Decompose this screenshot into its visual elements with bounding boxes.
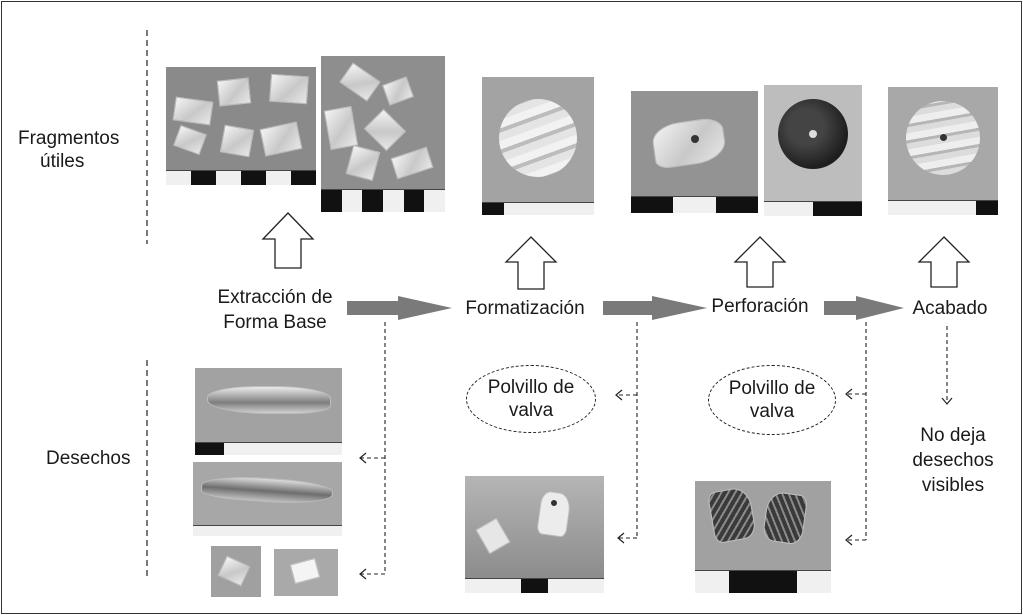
photo-waste-shell-2	[193, 462, 342, 536]
dust-label-2-line2: valva	[749, 401, 795, 422]
stage-finishing: Acabado	[912, 298, 988, 319]
photo-extraction-fragments-1	[166, 67, 316, 185]
up-arrow-perforation	[733, 236, 787, 288]
photo-perforation-dark-disc	[764, 85, 862, 216]
stage-extraction-line2: Forma Base	[223, 312, 327, 333]
up-arrow-finishing	[917, 236, 971, 288]
photo-finishing-disc	[888, 87, 998, 215]
dust-label-1-line1: Polvillo de	[487, 377, 575, 398]
stage-perforation: Perforación	[711, 296, 809, 317]
photo-waste-small-1	[211, 546, 261, 597]
photo-perforation-fragment	[631, 91, 758, 213]
up-arrow-formatization	[504, 236, 558, 290]
photo-waste-small-2	[274, 549, 338, 596]
process-arrow-1	[347, 296, 452, 320]
stage-formatization: Formatización	[465, 298, 585, 319]
row-label-useful-line1: Fragmentos	[18, 128, 120, 149]
up-arrow-extraction	[261, 212, 315, 269]
photo-extraction-fragments-2	[321, 56, 445, 212]
dust-label-2-line1: Polvillo de	[728, 378, 816, 399]
process-arrow-2	[603, 296, 707, 320]
no-waste-label: No deja desechos visibles	[908, 423, 998, 498]
photo-waste-shell-1	[195, 368, 342, 455]
no-waste-line3: visibles	[921, 475, 985, 496]
row-label-useful-fragments: Fragmentos útiles	[18, 127, 119, 173]
dust-ellipse-perforation: Polvillo de valva	[708, 365, 836, 435]
no-waste-line2: desechos	[912, 450, 994, 471]
photo-waste-perforation	[695, 481, 831, 593]
stage-extraction-line1: Extracción de	[217, 287, 333, 308]
dust-label-1-line2: valva	[508, 400, 554, 421]
process-arrow-3	[824, 296, 904, 320]
photo-waste-formatization	[465, 476, 604, 593]
row-label-waste: Desechos	[46, 448, 131, 469]
photo-formatization-disc	[482, 77, 594, 215]
row-label-useful-line2: útiles	[40, 151, 85, 172]
dust-ellipse-formatization: Polvillo de valva	[466, 365, 596, 433]
stage-extraction: Extracción de Forma Base	[200, 285, 350, 335]
no-waste-line1: No deja	[920, 425, 986, 446]
